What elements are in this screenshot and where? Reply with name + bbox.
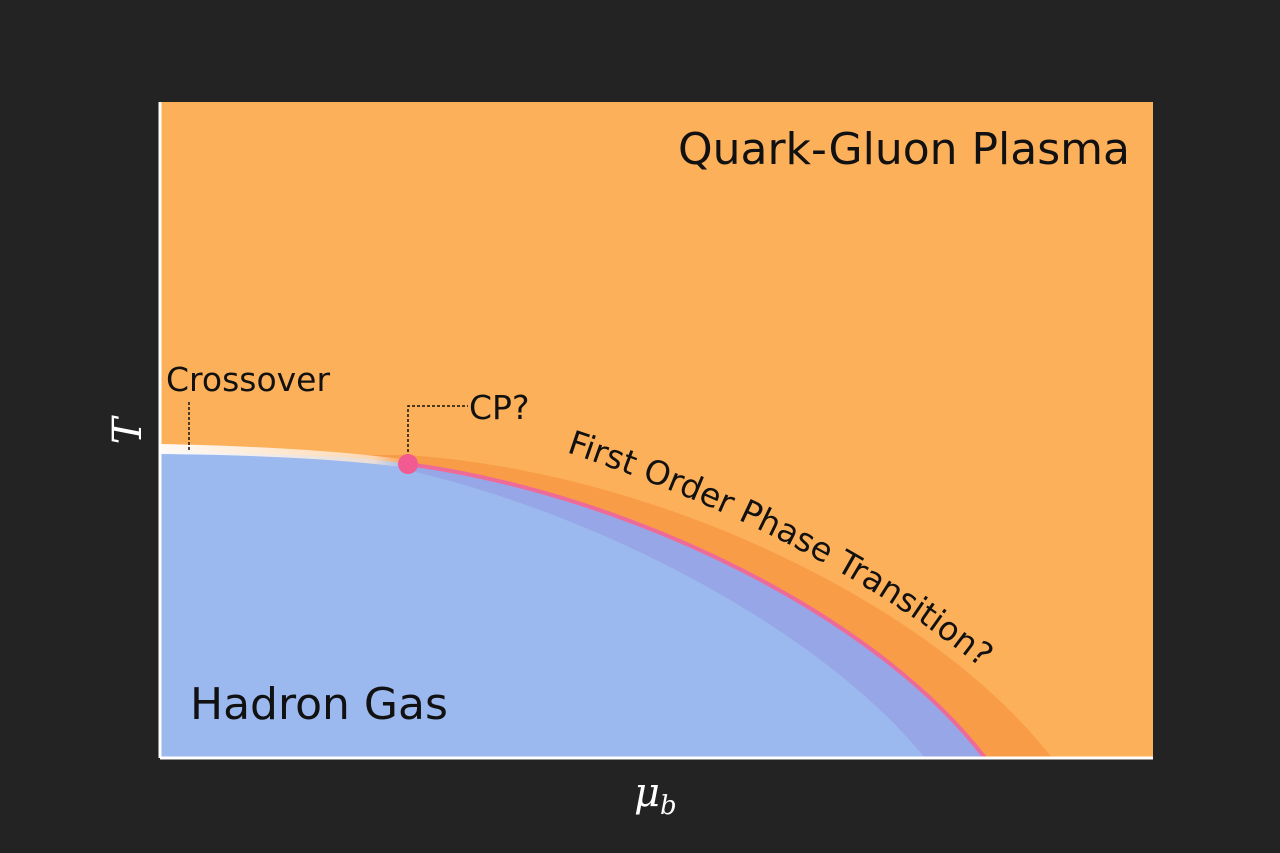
hadron-label: Hadron Gas [190,679,448,730]
critical-point-marker [398,454,418,474]
x-axis-label: μb [634,770,677,821]
hadron-boundary-band [408,464,985,758]
first-order-line [407,462,987,758]
x-axis-label-subscript: b [660,791,677,821]
y-axis-label: T [105,414,151,444]
crossover-band [160,444,410,468]
crossover-label: Crossover [166,360,330,399]
critical-point-pointer [407,405,468,462]
hadron-region [160,452,985,758]
qgp-label: Quark-Gluon Plasma [678,124,1130,175]
x-axis-label-symbol: μ [634,770,660,816]
critical-point-label: CP? [469,388,529,427]
